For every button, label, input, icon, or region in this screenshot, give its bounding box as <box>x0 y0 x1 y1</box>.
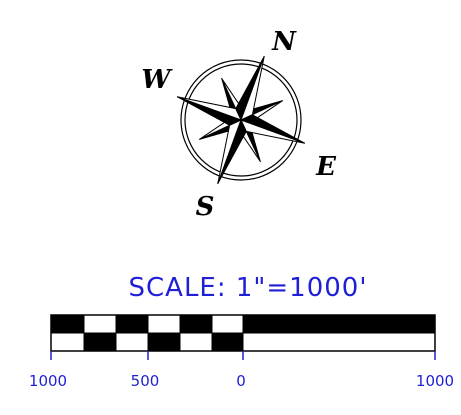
scale-segment <box>84 333 116 351</box>
compass-rings <box>180 59 302 181</box>
compass-label-south: S <box>196 192 215 222</box>
scale-title: SCALE: 1"=1000' <box>129 273 368 303</box>
compass-point-shaded <box>176 96 243 126</box>
scale-segment <box>116 315 148 333</box>
scale-segment <box>212 333 243 351</box>
scale-tick-label: 1000 <box>29 372 67 390</box>
compass-label-east: E <box>315 152 337 182</box>
compass-label-north: N <box>271 27 297 57</box>
compass-rose-icon: N E S W <box>141 27 337 222</box>
compass-star <box>176 55 306 185</box>
compass-point-shaded <box>239 114 306 144</box>
scale-tick-label: 500 <box>131 372 160 390</box>
scale-segment <box>51 315 84 333</box>
compass-point-shaded <box>217 118 247 185</box>
compass-label-west: W <box>141 65 173 95</box>
scale-segment <box>180 315 212 333</box>
scale-bar <box>50 314 436 352</box>
scale-tick-labels: 1000 500 0 1000 <box>29 372 454 390</box>
scale-segment <box>243 315 435 333</box>
scale-ticks <box>50 351 436 360</box>
scale-tick-label: 0 <box>236 372 246 390</box>
scale-segment <box>148 333 180 351</box>
scale-tick-label: 1000 <box>416 372 454 390</box>
